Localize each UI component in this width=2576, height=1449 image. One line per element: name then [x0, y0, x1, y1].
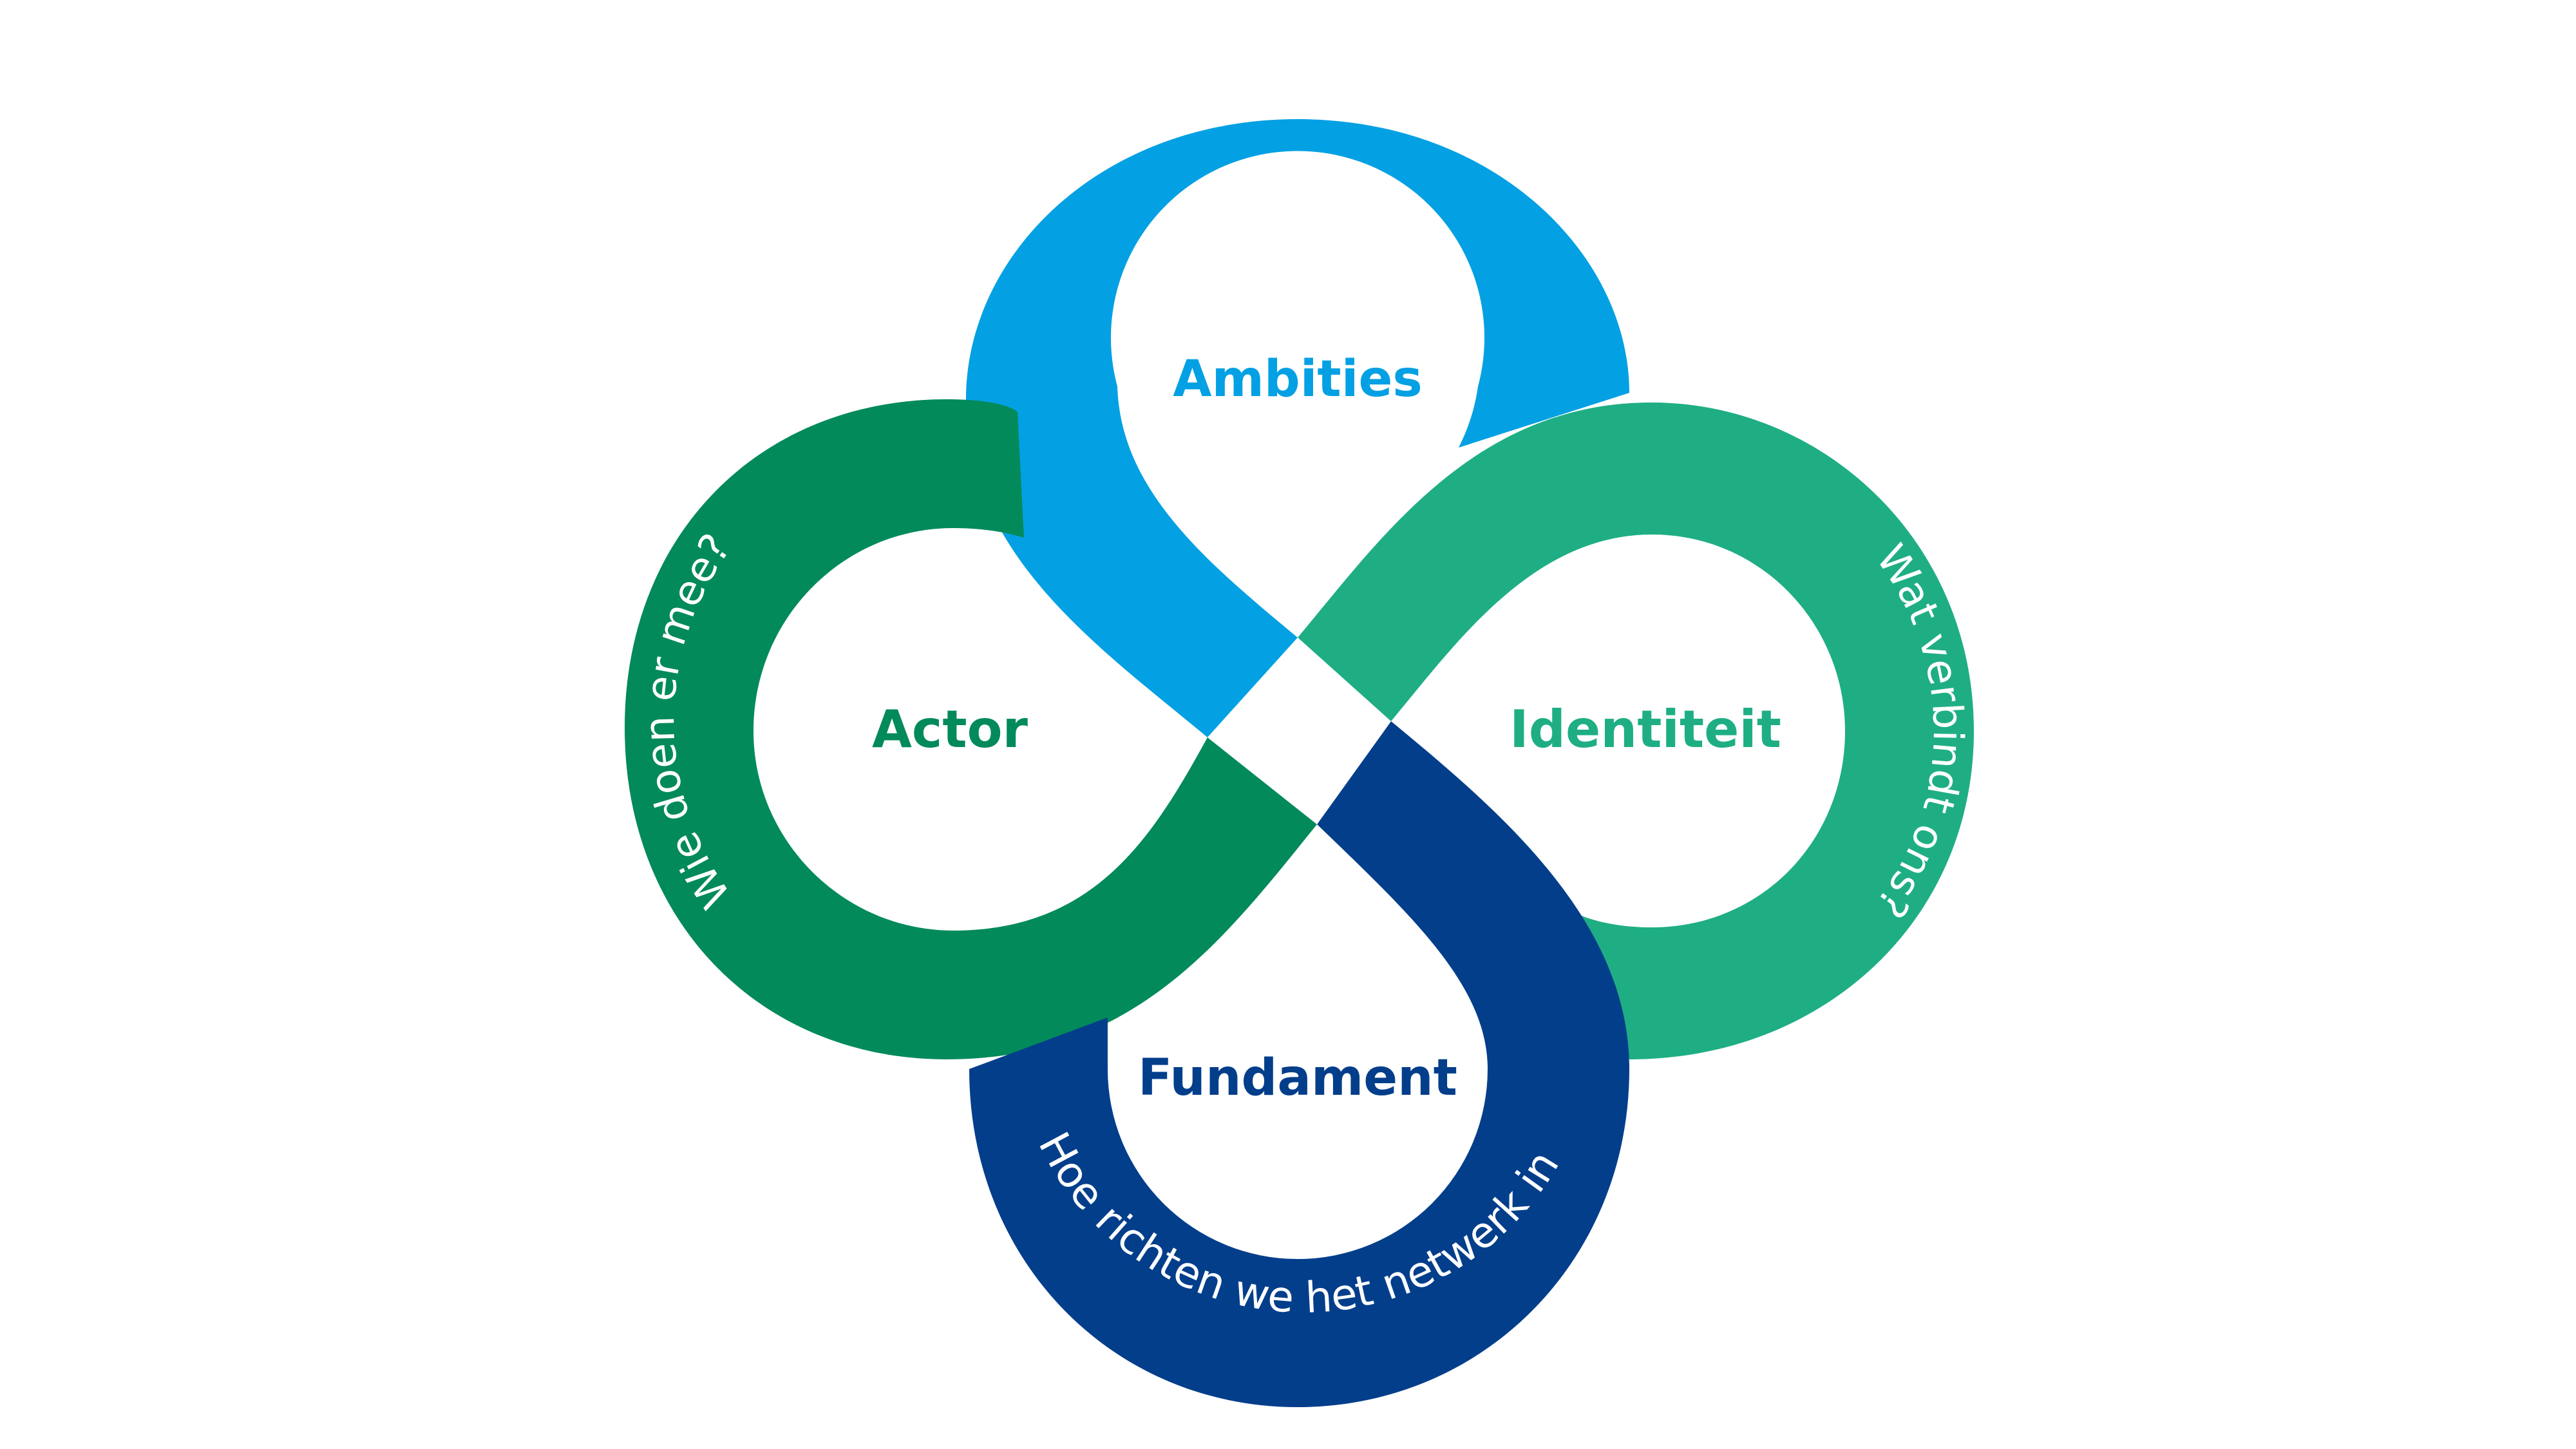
- actor-title: Actor: [872, 699, 1028, 759]
- fundament-loop: [969, 721, 1629, 1407]
- actor-loop: [625, 399, 1317, 1059]
- center-gap: [1208, 638, 1391, 824]
- ambities-question: Wat doen wie met elkaar?: [1030, 0, 1565, 113]
- identiteit-loop: [1298, 402, 1974, 1059]
- ambities-title: Ambities: [1173, 350, 1423, 408]
- fundament-title: Fundament: [1138, 1049, 1457, 1107]
- ambities-loop: [966, 119, 1629, 737]
- identiteit-title: Identiteit: [1510, 699, 1781, 759]
